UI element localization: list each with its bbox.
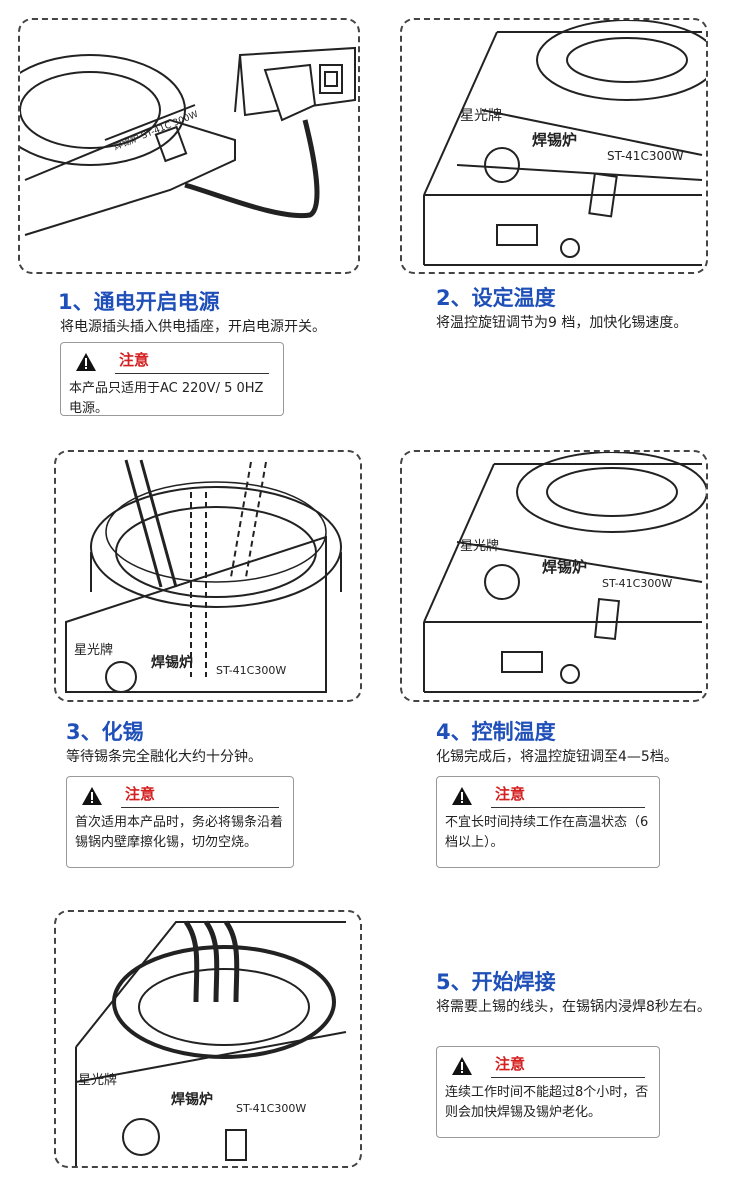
tin-melting-illustration: 星光牌 焊锡炉 ST-41C300W (65, 459, 342, 693)
step-1-note: 注意 本产品只适用于AC 220V/ 5 0HZ 电源。 (60, 342, 284, 416)
step-5-title: 5、开始焊接 (436, 970, 556, 994)
note-text: 连续工作时间不能超过8个小时，否则会加快焊锡及锡炉老化。 (445, 1085, 649, 1120)
step-3-illustration: 星光牌 焊锡炉 ST-41C300W (54, 450, 362, 702)
step-5-illustration: 星光牌 焊锡炉 ST-41C300W (54, 910, 362, 1168)
step-2-illustration: 星光牌 焊锡炉 ST-41C300W (400, 18, 708, 274)
step-4-title: 4、控制温度 (436, 720, 556, 744)
note-label: 注意 (125, 785, 156, 803)
svg-text:焊锡炉 ST-41C 300W: 焊锡炉 ST-41C 300W (112, 108, 200, 153)
svg-text:ST-41C300W: ST-41C300W (236, 1102, 306, 1115)
svg-text:星光牌: 星光牌 (460, 538, 499, 554)
svg-text:焊锡炉: 焊锡炉 (151, 654, 193, 671)
note-divider (121, 807, 279, 808)
note-label: 注意 (495, 1055, 526, 1073)
note-text: 不宜长时间持续工作在高温状态（6档以上）。 (445, 815, 649, 850)
knob-adjust-illustration: 星光牌 焊锡炉 ST-41C300W (423, 452, 706, 693)
step-4-description: 化锡完成后，将温控旋钮调至4—5档。 (436, 749, 678, 765)
note-divider (491, 807, 645, 808)
step-2-description: 将温控旋钮调节为9 档，加快化锡速度。 (436, 315, 688, 331)
soldering-illustration: 星光牌 焊锡炉 ST-41C300W (75, 920, 347, 1166)
svg-text:星光牌: 星光牌 (78, 1072, 117, 1088)
note-label: 注意 (495, 785, 526, 803)
step-5-description: 将需要上锡的线头，在锡锅内浸焊8秒左右。 (436, 999, 711, 1015)
note-text: 本产品只适用于AC 220V/ 5 0HZ 电源。 (69, 381, 264, 416)
svg-text:焊锡炉: 焊锡炉 (542, 558, 587, 576)
warning-icon (76, 353, 96, 371)
step-3-title: 3、化锡 (66, 720, 144, 744)
step-1-illustration: 焊锡炉 ST-41C 300W (18, 18, 360, 274)
step-1-description: 将电源插头插入供电插座，开启电源开关。 (60, 319, 326, 335)
step-5-note: 注意 连续工作时间不能超过8个小时，否则会加快焊锡及锡炉老化。 (436, 1046, 660, 1138)
svg-text:ST-41C300W: ST-41C300W (216, 664, 286, 677)
note-divider (115, 373, 269, 374)
svg-text:焊锡炉: 焊锡炉 (171, 1091, 213, 1108)
step-4-illustration: 星光牌 焊锡炉 ST-41C300W (400, 450, 708, 702)
step-3-description: 等待锡条完全融化大约十分钟。 (66, 749, 262, 765)
svg-text:星光牌: 星光牌 (460, 107, 502, 124)
step-4-note: 注意 不宜长时间持续工作在高温状态（6档以上）。 (436, 776, 660, 868)
step-3-note: 注意 首次适用本产品时，务必将锡条沿着锡锅内壁摩擦化锡，切勿空烧。 (66, 776, 294, 868)
note-text: 首次适用本产品时，务必将锡条沿着锡锅内壁摩擦化锡，切勿空烧。 (75, 815, 284, 850)
svg-text:焊锡炉: 焊锡炉 (532, 131, 577, 149)
step-1-title: 1、通电开启电源 (58, 290, 220, 314)
note-divider (491, 1077, 645, 1078)
knob-set-illustration: 星光牌 焊锡炉 ST-41C300W (423, 20, 706, 266)
svg-text:ST-41C300W: ST-41C300W (607, 149, 684, 163)
step-2-title: 2、设定温度 (436, 286, 556, 310)
svg-text:ST-41C300W: ST-41C300W (602, 577, 672, 590)
power-plug-illustration: 焊锡炉 ST-41C 300W (20, 46, 356, 236)
note-label: 注意 (119, 351, 150, 369)
warning-icon (82, 787, 102, 805)
warning-icon (452, 1057, 472, 1075)
warning-icon (452, 787, 472, 805)
svg-text:星光牌: 星光牌 (74, 642, 113, 658)
